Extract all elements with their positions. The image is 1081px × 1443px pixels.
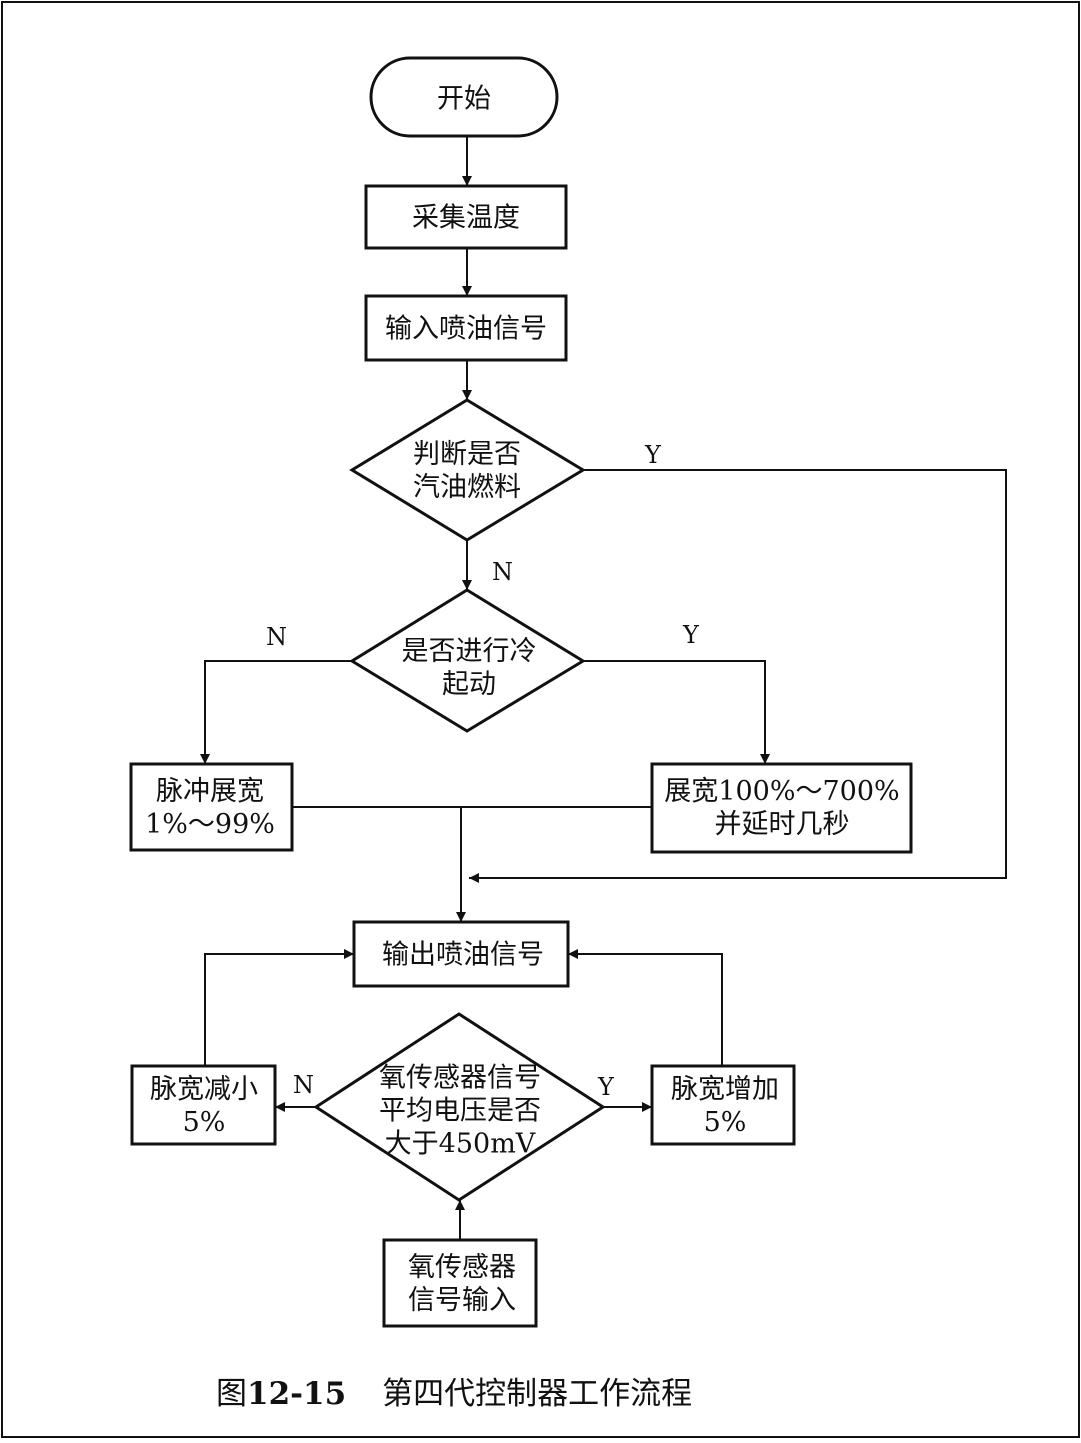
caption-number: 12-15 — [247, 1376, 346, 1412]
pulse-increase-line-2: 5% — [704, 1107, 747, 1138]
input-injection-signal-label: 输入喷油信号 — [385, 314, 547, 345]
pulse-normal-line-1: 脉冲展宽 — [156, 776, 264, 807]
is-gasoline-line-2: 汽油燃料 — [413, 472, 521, 503]
output-injection-signal-label: 输出喷油信号 — [382, 940, 544, 971]
pulse-decrease-line-2: 5% — [183, 1107, 226, 1138]
label-gasoline-yes: Y — [644, 441, 662, 469]
edge-gasoline-yes — [469, 469, 1007, 883]
cold-start-line-2: 起动 — [442, 669, 496, 700]
label-o2-no: N — [293, 1071, 314, 1099]
cold-start-line-1: 是否进行冷 — [402, 636, 537, 667]
edge-cold-no — [200, 660, 352, 764]
pulse-extended-line-1: 展宽100%～700% — [664, 776, 899, 807]
input-injection-signal-line-1: 输入喷油信号 — [385, 314, 547, 345]
output-injection-signal-line-1: 输出喷油信号 — [382, 940, 544, 971]
label-cold-yes: Y — [682, 621, 700, 649]
pulse-extended-label: 展宽100%～700%并延时几秒 — [664, 776, 899, 840]
is-gasoline-decision — [349, 398, 586, 542]
collect-temperature-label: 采集温度 — [412, 203, 520, 234]
collect-temperature-box — [364, 184, 568, 250]
edge-cold-yes — [583, 660, 770, 764]
pulse-normal-line-2: 1%～99% — [145, 809, 275, 840]
edge-decrease-to-output — [204, 949, 354, 1066]
o2-voltage-line-2: 平均电压是否 — [379, 1096, 541, 1127]
output-injection-signal-box — [352, 920, 570, 988]
edge-increase-to-output — [568, 949, 723, 1066]
o2-sensor-input-line-2: 信号输入 — [408, 1285, 516, 1316]
o2-sensor-input-line-1: 氧传感器 — [408, 1252, 516, 1283]
is-gasoline-line-1: 判断是否 — [413, 439, 521, 470]
o2-voltage-line-1: 氧传感器信号 — [379, 1063, 541, 1094]
label-gasoline-no: N — [492, 558, 513, 586]
start-label: 开始 — [437, 84, 491, 115]
label-o2-yes: Y — [597, 1073, 615, 1101]
pulse-increase-line-1: 脉宽增加 — [671, 1074, 779, 1105]
o2-sensor-input-box — [382, 1238, 538, 1328]
pulse-extended-box — [650, 762, 913, 854]
start-terminal — [369, 56, 559, 138]
o2-voltage-line-3: 大于450mV — [385, 1129, 536, 1160]
caption-prefix: 图 — [216, 1376, 247, 1412]
pulse-decrease-line-1: 脉宽减小 — [150, 1074, 258, 1105]
label-cold-no: N — [266, 623, 287, 651]
figure-caption: 图12-15 第四代控制器工作流程 — [216, 1376, 692, 1412]
cold-start-decision — [349, 588, 586, 733]
caption-title: 第四代控制器工作流程 — [382, 1376, 692, 1412]
collect-temperature-line-1: 采集温度 — [412, 203, 520, 234]
pulse-extended-line-2: 并延时几秒 — [715, 809, 850, 840]
start-line-1: 开始 — [437, 84, 491, 115]
